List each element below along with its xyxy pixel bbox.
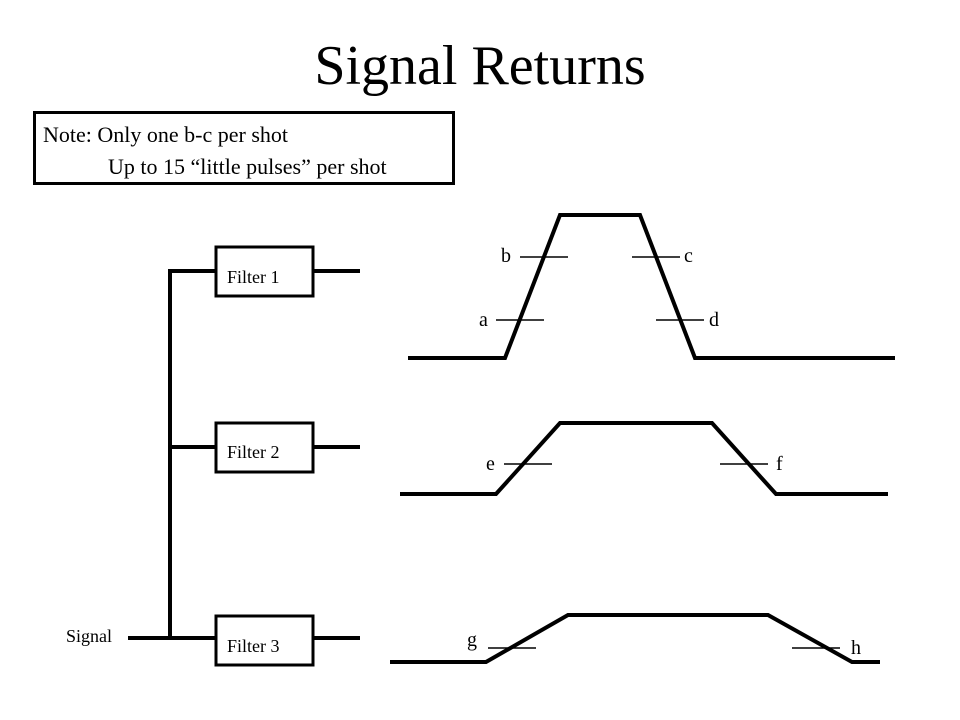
pulse-2 xyxy=(400,421,888,496)
note-box: Note: Only one b-c per shot Up to 15 “li… xyxy=(33,111,455,185)
pulse-1 xyxy=(408,213,895,360)
signal-label: Signal xyxy=(66,626,112,646)
marker-g-label: g xyxy=(467,629,477,651)
marker-h-label: h xyxy=(851,637,861,659)
filter-2-label: Filter 2 xyxy=(227,442,280,462)
marker-f-label: f xyxy=(776,453,783,475)
marker-b-label: b xyxy=(501,245,511,267)
filter-box-2: Filter 2 xyxy=(214,421,315,474)
filter-box-3: Filter 3 xyxy=(214,614,315,667)
filter-1-label: Filter 1 xyxy=(227,267,280,287)
marker-e-label: e xyxy=(486,453,495,475)
marker-d-label: d xyxy=(709,309,719,331)
filter-box-1: Filter 1 xyxy=(214,245,315,298)
marker-a-label: a xyxy=(479,309,488,331)
filter-3-label: Filter 3 xyxy=(227,636,280,656)
pulse-3 xyxy=(390,613,880,664)
note-line-1: Note: Only one b-c per shot xyxy=(43,122,288,147)
signal-bus xyxy=(128,269,218,640)
slide-title: Signal Returns xyxy=(314,35,646,97)
note-line-2: Up to 15 “little pulses” per shot xyxy=(108,154,387,179)
marker-c-label: c xyxy=(684,245,693,267)
